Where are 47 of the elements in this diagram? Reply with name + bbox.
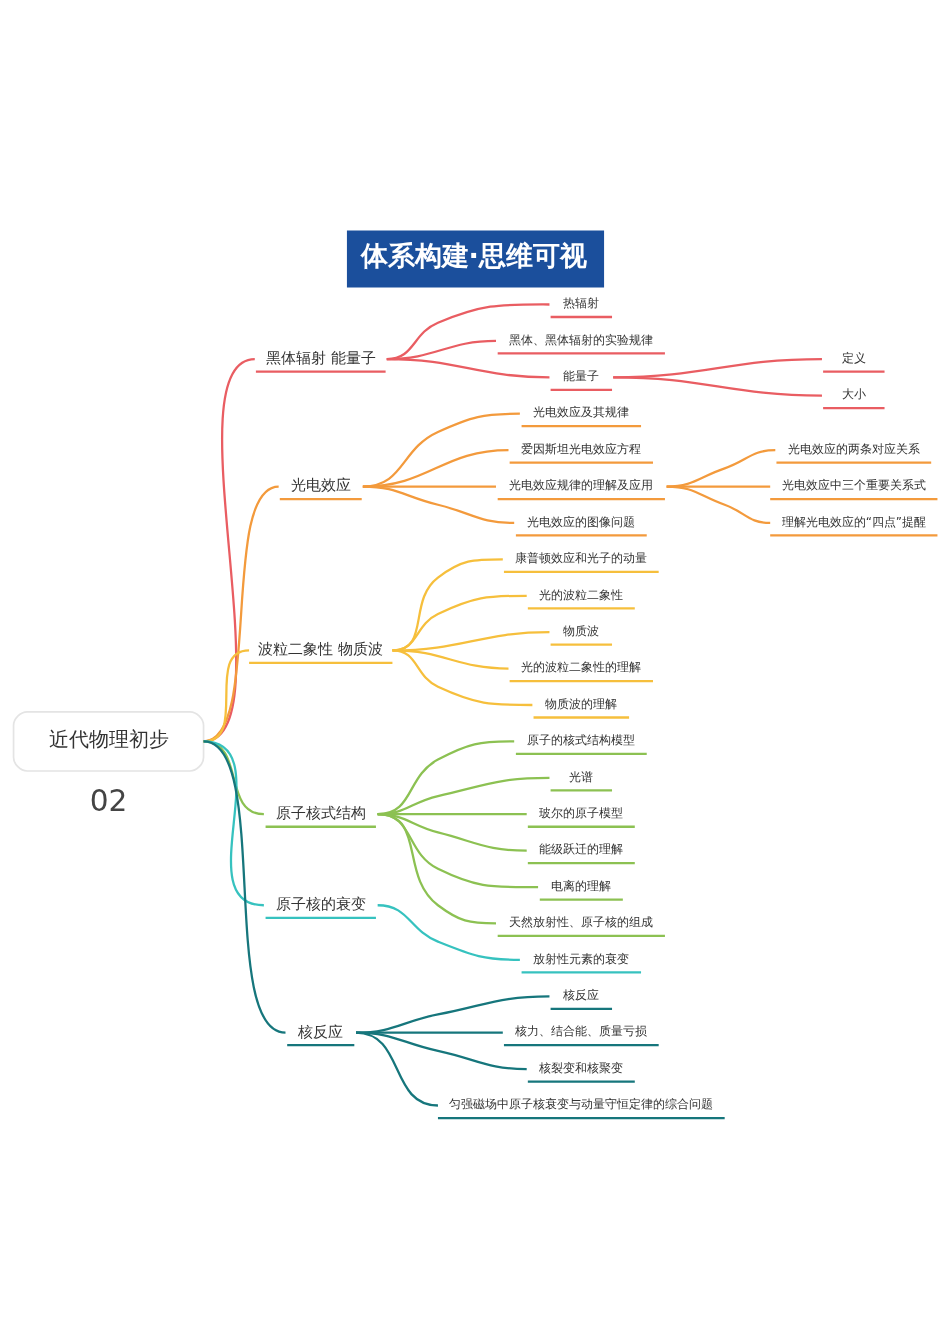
node-text: 光电效应的两条对应关系 (787, 441, 920, 456)
node-text: 物质波的理解 (544, 696, 617, 711)
node-text: 原子核式结构 (275, 804, 366, 822)
node-text: 光电效应的图像问题 (526, 514, 635, 529)
diagram-title: 体系构建·思维可视 (360, 239, 587, 271)
node-text: 核反应 (297, 1022, 343, 1040)
connector (377, 813, 538, 889)
connector (362, 485, 514, 525)
node-text: 光电效应规律的理解及应用 (508, 478, 653, 493)
node-text: 玻尔的原子模型 (538, 805, 623, 820)
node-text: 大小 (841, 387, 866, 402)
node-text: 定义 (841, 350, 866, 365)
node-text: 光电效应及其规律 (532, 405, 629, 420)
node-text: 光谱 (568, 769, 593, 784)
connector (391, 649, 532, 707)
node-text: 电离的理解 (550, 878, 611, 893)
node-text: 光的波粒二象性 (538, 587, 623, 602)
node-text: 理解光电效应的“四点”提醒 (781, 514, 926, 529)
node-text: 原子的核式结构模型 (526, 733, 635, 748)
node-text: 光电效应中三个重要关系式 (781, 478, 926, 493)
connector (612, 376, 822, 397)
connector (666, 485, 770, 525)
connector (386, 357, 549, 379)
node-text: 光电效应 (290, 476, 351, 494)
node-text: 康普顿效应和光子的动量 (514, 551, 647, 566)
node-text: 热辐射 (562, 296, 599, 311)
node-text: 放射性元素的衰变 (532, 951, 629, 966)
connector (377, 904, 520, 961)
node-text: 黑体、黑体辐射的实验规律 (508, 332, 653, 347)
node-text: 天然放射性、原子核的组成 (508, 915, 653, 930)
node-text: 能量子 (562, 369, 599, 384)
node-text: 爱因斯坦光电效应方程 (520, 441, 641, 456)
node-text: 波粒二象性 物质波 (257, 640, 383, 658)
node-text: 黑体辐射 能量子 (265, 348, 376, 366)
node-text: 能级跃迁的理解 (538, 842, 623, 857)
node-text: 核裂变和核聚变 (538, 1060, 623, 1075)
node-text: 核力、结合能、质量亏损 (514, 1024, 647, 1039)
connector (355, 1031, 438, 1107)
node-box: 近代物理初步 (12, 710, 204, 772)
label: 02 (89, 784, 127, 819)
connector (377, 813, 496, 925)
node-text: 匀强磁场中原子核衰变与动量守恒定律的综合问题 (448, 1097, 713, 1112)
connector (355, 995, 549, 1034)
node-text: 核反应 (562, 988, 599, 1003)
node-text: 光的波粒二象性的理解 (520, 660, 641, 675)
node-text: 原子核的衰变 (275, 895, 366, 913)
node-text: 物质波 (562, 623, 599, 638)
